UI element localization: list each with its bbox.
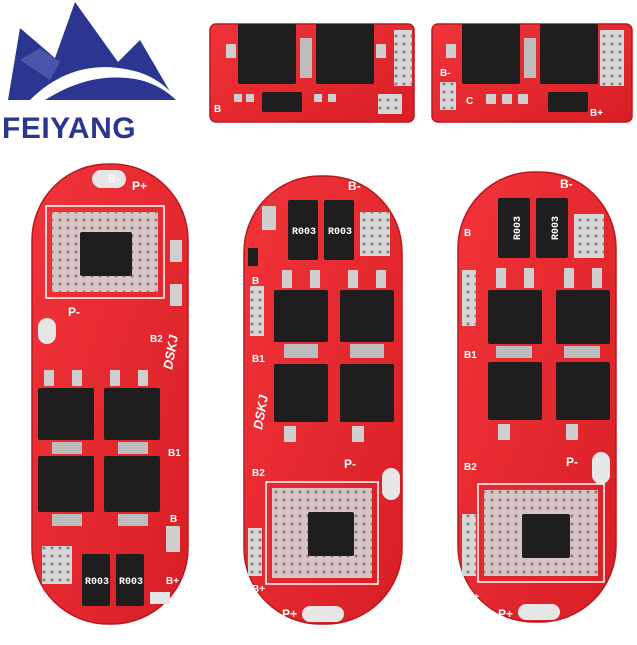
resistor-label: R003 (119, 577, 143, 588)
pad-label: B1 (168, 448, 181, 459)
mosfet-chip (488, 362, 542, 420)
pad-label: B+ (252, 584, 265, 595)
pcb-board-5s (457, 171, 617, 623)
mosfet-chip (38, 388, 94, 440)
mosfet-chip (340, 290, 394, 342)
pad-label: B2 (252, 468, 265, 479)
mosfet-chip (274, 290, 328, 342)
mosfet-chip (104, 456, 160, 512)
small-pcb-left (209, 23, 415, 123)
ic-chip (308, 512, 354, 556)
pad-label: B1 (464, 350, 477, 361)
pad-label: B+ (590, 108, 603, 119)
mosfet-chip (104, 388, 160, 440)
pcb-board-3s (31, 163, 189, 625)
pad-label: B (252, 276, 259, 287)
pad-label: B2 (464, 462, 477, 473)
pad-label: P- (566, 455, 578, 469)
pad-label: B2 (150, 334, 163, 345)
mosfet-chip (316, 24, 374, 84)
pad-label: B+ (166, 576, 179, 587)
ic-chip (522, 514, 570, 558)
ic-chip (80, 232, 132, 276)
pad-label: B- (348, 179, 361, 193)
pad-label: B (170, 514, 177, 525)
pad-label: B- (440, 68, 451, 79)
shunt-resistor (288, 200, 318, 260)
mosfet-chip (238, 24, 296, 84)
mosfet-chip (462, 24, 520, 84)
mosfet-chip (556, 362, 610, 420)
pad-label: P- (68, 305, 80, 319)
shunt-resistor (536, 198, 568, 258)
pad-label: P+ (132, 179, 147, 193)
pad-label: B- (560, 177, 573, 191)
mosfet-chip (540, 24, 598, 84)
resistor-label: R003 (328, 227, 352, 238)
ic-chip (262, 92, 302, 112)
pad-label: B (214, 104, 221, 115)
mosfet-chip (556, 290, 610, 344)
mosfet-chip (340, 364, 394, 422)
pad-label: P- (344, 457, 356, 471)
pad-label: B+ (466, 592, 479, 603)
pad-label: P+ (498, 607, 513, 621)
mosfet-chip (38, 456, 94, 512)
mosfet-chip (488, 290, 542, 344)
feiyang-logo (8, 2, 178, 100)
shunt-resistor (82, 554, 110, 606)
mosfet-chip (274, 364, 328, 422)
resistor-label: R003 (292, 227, 316, 238)
pcb-board-4s (243, 175, 403, 625)
brand-name: FEIYANG (2, 112, 137, 145)
resistor-label: R003 (513, 216, 524, 240)
ic-chip (548, 92, 588, 112)
shunt-resistor (116, 554, 144, 606)
small-pcb-right (431, 23, 633, 123)
pad-label: B (464, 228, 471, 239)
silk-logo: DSKJ (160, 333, 181, 371)
resistor-label: R003 (551, 216, 562, 240)
pad-label: P+ (282, 607, 297, 621)
shunt-resistor (498, 198, 530, 258)
pad-label: B- (108, 173, 120, 185)
pad-label: B1 (252, 354, 265, 365)
pad-label: C (466, 96, 473, 107)
resistor-label: R003 (85, 577, 109, 588)
shunt-resistor (324, 200, 354, 260)
silk-logo: DSKJ (250, 393, 271, 431)
